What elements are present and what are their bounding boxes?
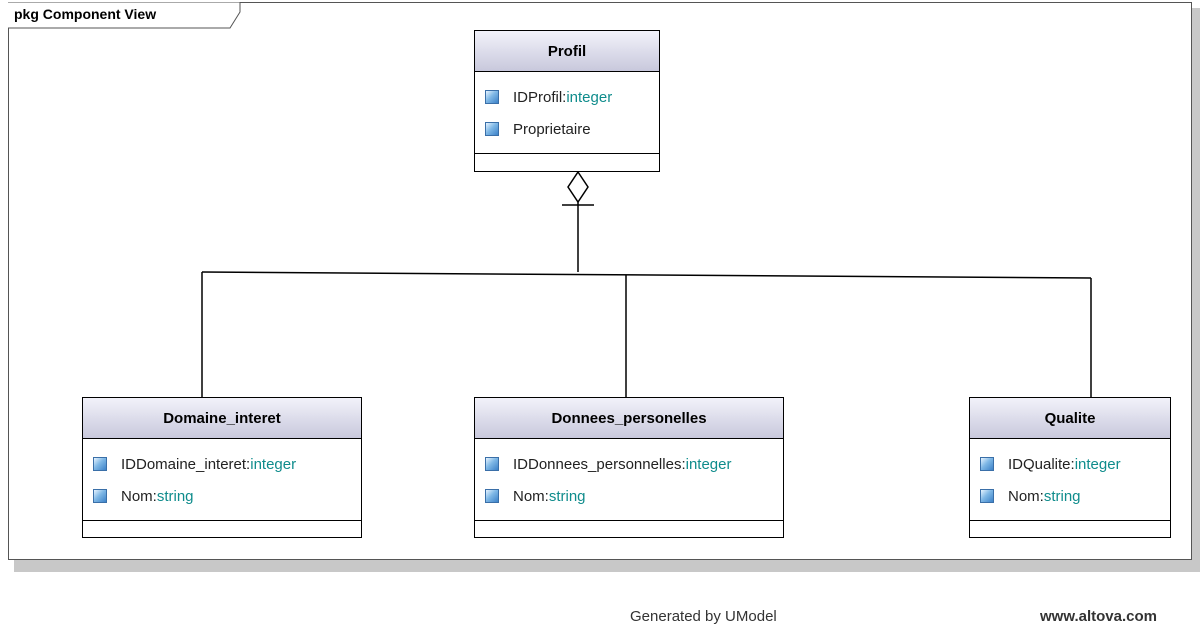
attributes-compartment: IDQualite:integer Nom:string — [970, 439, 1170, 521]
class-domaine-interet[interactable]: Domaine_interet IDDomaine_interet:intege… — [82, 397, 362, 538]
attribute-icon — [485, 457, 499, 471]
attribute-name: Nom: — [1008, 487, 1044, 505]
package-title: pkg Component View — [14, 6, 157, 22]
attribute-row[interactable]: IDDomaine_interet:integer — [93, 448, 361, 480]
attribute-row[interactable]: IDQualite:integer — [980, 448, 1170, 480]
attribute-icon — [93, 457, 107, 471]
attribute-name: Proprietaire — [513, 120, 591, 138]
attribute-name: Nom: — [513, 487, 549, 505]
operations-compartment — [475, 521, 783, 535]
attribute-row[interactable]: IDDonnees_personnelles:integer — [485, 448, 783, 480]
attribute-type: string — [1043, 487, 1081, 505]
operations-compartment — [970, 521, 1170, 535]
attribute-icon — [485, 90, 499, 104]
attribute-name: Nom: — [121, 487, 157, 505]
package-tab — [8, 2, 241, 29]
attribute-type: string — [548, 487, 586, 505]
attribute-icon — [980, 457, 994, 471]
class-name: Donnees_personelles — [475, 398, 783, 439]
operations-compartment — [83, 521, 361, 535]
attribute-row[interactable]: Nom:string — [980, 480, 1170, 512]
attribute-icon — [980, 489, 994, 503]
class-qualite[interactable]: Qualite IDQualite:integer Nom:string — [969, 397, 1171, 538]
attribute-name: IDQualite: — [1008, 455, 1075, 473]
attribute-name: IDDonnees_personnelles: — [513, 455, 686, 473]
attribute-icon — [485, 122, 499, 136]
attribute-name: IDProfil: — [513, 88, 567, 106]
attributes-compartment: IDDomaine_interet:integer Nom:string — [83, 439, 361, 521]
operations-compartment — [475, 154, 659, 168]
class-name: Profil — [475, 31, 659, 72]
class-name: Domaine_interet — [83, 398, 361, 439]
footer-url[interactable]: www.altova.com — [1040, 608, 1157, 625]
attribute-name: IDDomaine_interet: — [121, 455, 251, 473]
attribute-type: string — [156, 487, 194, 505]
connector-horizontal[interactable] — [201, 271, 1092, 279]
attribute-type: integer — [685, 455, 732, 473]
attributes-compartment: IDDonnees_personnelles:integer Nom:strin… — [475, 439, 783, 521]
attribute-type: integer — [1074, 455, 1121, 473]
class-profil[interactable]: Profil IDProfil:integer Proprietaire — [474, 30, 660, 172]
attribute-row[interactable]: Nom:string — [485, 480, 783, 512]
attribute-row[interactable]: Proprietaire — [485, 113, 659, 145]
class-name: Qualite — [970, 398, 1170, 439]
attribute-type: integer — [566, 88, 613, 106]
footer-generated-by: Generated by UModel — [630, 608, 777, 625]
attributes-compartment: IDProfil:integer Proprietaire — [475, 72, 659, 154]
attribute-icon — [93, 489, 107, 503]
class-donnees-personelles[interactable]: Donnees_personelles IDDonnees_personnell… — [474, 397, 784, 538]
attribute-row[interactable]: Nom:string — [93, 480, 361, 512]
aggregation-diamond[interactable] — [567, 170, 589, 204]
attribute-type: integer — [250, 455, 297, 473]
attribute-row[interactable]: IDProfil:integer — [485, 81, 659, 113]
attribute-icon — [485, 489, 499, 503]
